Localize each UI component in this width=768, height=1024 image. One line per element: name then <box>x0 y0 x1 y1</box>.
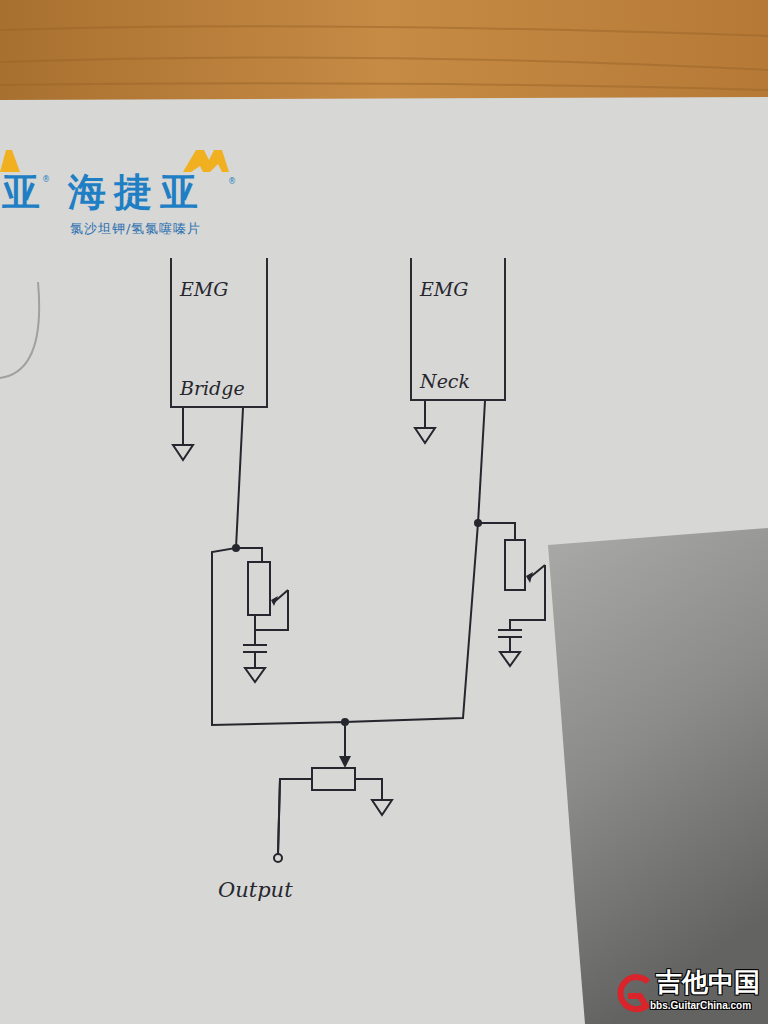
watermark-text: 吉他中国 <box>656 968 760 997</box>
terminal-circle <box>274 854 282 862</box>
resistor-symbol <box>505 540 525 590</box>
wiper-arrowhead <box>339 756 351 768</box>
output-jack: Output <box>228 852 328 912</box>
ground-symbol <box>355 779 392 815</box>
wire <box>478 523 515 540</box>
brand-logo <box>183 150 229 172</box>
ground-symbol <box>500 637 520 666</box>
wire <box>255 590 288 645</box>
logo-text: 海捷亚 <box>68 172 206 214</box>
ground-symbol <box>173 408 193 460</box>
hand-shadow <box>548 528 768 1024</box>
watermark-logo <box>621 977 648 1009</box>
resistor-symbol <box>248 562 270 615</box>
ground-symbol <box>415 400 435 443</box>
logo-partial <box>0 150 20 172</box>
watermark-url: bbs.GuitarChina.com <box>650 1000 751 1011</box>
logo-text: 亚 <box>2 172 40 214</box>
wood-grain <box>0 26 768 90</box>
potentiometer-symbol <box>312 768 355 790</box>
trademark-mark: ® <box>42 176 50 185</box>
junction-dot <box>232 544 240 552</box>
wiper-arrowhead <box>526 572 533 583</box>
brand-text: EMG <box>180 278 258 301</box>
pickup-box: EMG Bridge <box>170 258 268 408</box>
wire <box>510 565 545 630</box>
terminal-circle <box>272 852 284 864</box>
brand-text: EMG <box>420 278 496 301</box>
signal-wire <box>278 401 485 854</box>
capacitor-symbol <box>498 630 522 637</box>
wiper-arrowhead <box>271 596 278 606</box>
junction-dot <box>474 519 482 527</box>
capacitor-symbol <box>243 645 267 652</box>
wire <box>236 548 262 562</box>
part-label: Output <box>218 878 293 903</box>
trademark-mark: ® <box>228 178 236 187</box>
pickup-box: EMG Neck <box>410 258 506 401</box>
wood-table <box>0 0 768 104</box>
part-label: Neck <box>420 370 496 393</box>
product-subtitle: 氯沙坦钾/氢氯噻嗪片 <box>70 222 201 236</box>
ground-symbol <box>245 652 265 682</box>
paper-sheet <box>0 97 768 1024</box>
pen-mark <box>0 282 39 378</box>
part-label: Bridge <box>180 377 258 400</box>
junction-dot <box>341 718 349 726</box>
circuit-drawing <box>173 400 545 815</box>
signal-wire <box>212 408 345 854</box>
